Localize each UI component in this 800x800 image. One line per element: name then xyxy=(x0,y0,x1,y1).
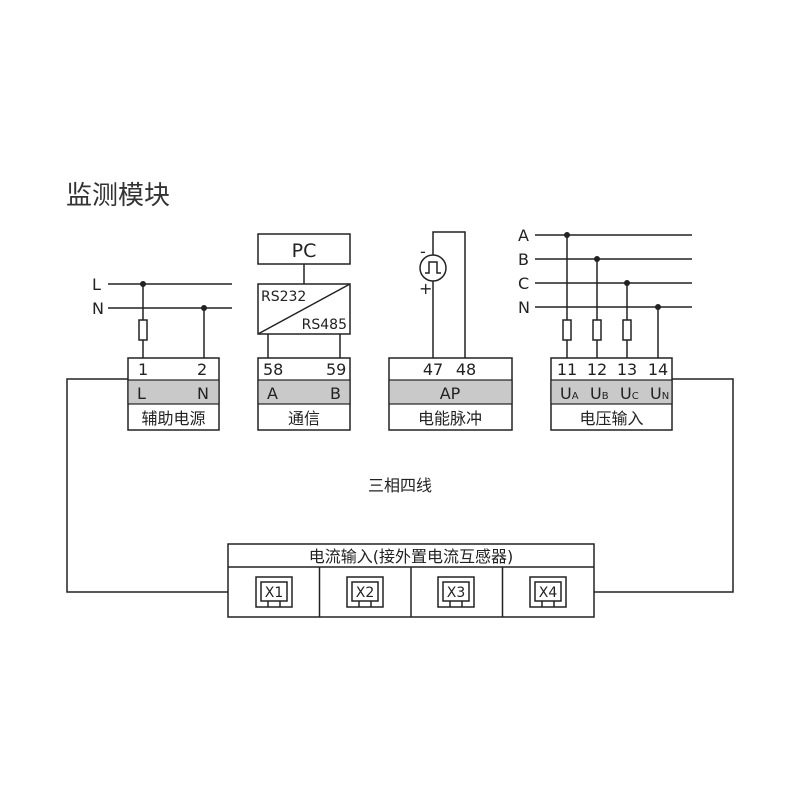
current-group: 电流输入(接外置电流互感器) X1 X2 X3 xyxy=(227,543,595,618)
signal-label: UN xyxy=(650,384,669,403)
voltage-signal-strip xyxy=(550,379,673,405)
comm-label: 通信 xyxy=(288,409,320,428)
pc-label: PC xyxy=(292,240,317,262)
terminal-number: 58 xyxy=(263,360,283,379)
signal-label: UA xyxy=(560,384,579,403)
converter-diagonal xyxy=(257,283,351,335)
aux-power-label: 辅助电源 xyxy=(141,409,205,428)
terminal-number: 14 xyxy=(648,360,668,379)
ct-loop-left-wire xyxy=(66,378,228,593)
rj-jack-inner xyxy=(351,581,379,602)
wiring-mode-label: 三相四线 xyxy=(368,476,432,495)
signal-label: B xyxy=(330,384,341,403)
terminal-number: 11 xyxy=(557,360,577,379)
voltage-group: A B C N 11 12 13 14 UA UB UC UN 电压输入 xyxy=(518,226,692,431)
module-title: 监测模块 xyxy=(66,181,170,211)
ct-port-x2: X2 xyxy=(346,576,384,608)
voltage-line-c-label: C xyxy=(518,274,529,293)
port-label: X3 xyxy=(447,585,466,601)
aux-line-n-label: N xyxy=(92,299,104,318)
pulse-wire-top xyxy=(432,231,466,358)
ct-port-x3: X3 xyxy=(437,576,475,608)
terminal-number: 13 xyxy=(617,360,637,379)
rs485-label: RS485 xyxy=(302,317,347,333)
signal-label: UC xyxy=(620,384,639,403)
fuse-icon xyxy=(592,319,602,341)
signal-label: A xyxy=(267,384,278,403)
ct-port-x4: X4 xyxy=(529,576,567,608)
rs232-label: RS232 xyxy=(261,289,306,305)
voltage-label: 电压输入 xyxy=(579,409,643,428)
pulse-minus-label: - xyxy=(420,242,426,261)
voltage-line-b-label: B xyxy=(518,250,529,269)
fuse-icon xyxy=(622,319,632,341)
terminal-number: 2 xyxy=(197,360,207,379)
terminal-number: 47 xyxy=(423,360,443,379)
pulse-signal-strip xyxy=(388,379,513,405)
pulse-waveform-icon xyxy=(425,261,441,274)
port-label: X2 xyxy=(356,585,375,601)
pulse-plus-label: + xyxy=(419,279,432,298)
aux-signal-strip xyxy=(127,379,220,405)
fuse-icon xyxy=(562,319,572,341)
ct-port-x1: X1 xyxy=(255,576,293,608)
current-input-label: 电流输入(接外置电流互感器) xyxy=(309,547,514,566)
port-label: X1 xyxy=(265,585,284,601)
terminal-number: 48 xyxy=(456,360,476,379)
signal-label: UB xyxy=(590,384,609,403)
comm-group: PC RS232 RS485 58 59 A B 通信 xyxy=(257,233,351,431)
aux-line-l-label: L xyxy=(92,275,101,294)
rj-jack-inner xyxy=(534,581,562,602)
terminal-number: 1 xyxy=(138,360,148,379)
pulse-group: - + 47 48 AP 电能脉冲 xyxy=(388,231,513,431)
signal-label: L xyxy=(137,384,146,403)
fuse-icon xyxy=(138,319,148,341)
ct-loop-right-wire xyxy=(594,378,734,593)
port-label: X4 xyxy=(539,585,558,601)
aux-power-group: L N 1 2 L N 辅助电源 xyxy=(92,275,232,431)
comm-signal-strip xyxy=(257,379,351,405)
signal-label: N xyxy=(197,384,209,403)
terminal-number: 12 xyxy=(587,360,607,379)
signal-label: AP xyxy=(440,384,461,403)
rj-jack-inner xyxy=(260,581,288,602)
voltage-line-n-label: N xyxy=(518,298,530,317)
rj-jack-inner xyxy=(442,581,470,602)
voltage-line-a-label: A xyxy=(518,226,529,245)
terminal-number: 59 xyxy=(326,360,346,379)
pulse-label: 电能脉冲 xyxy=(418,409,482,428)
